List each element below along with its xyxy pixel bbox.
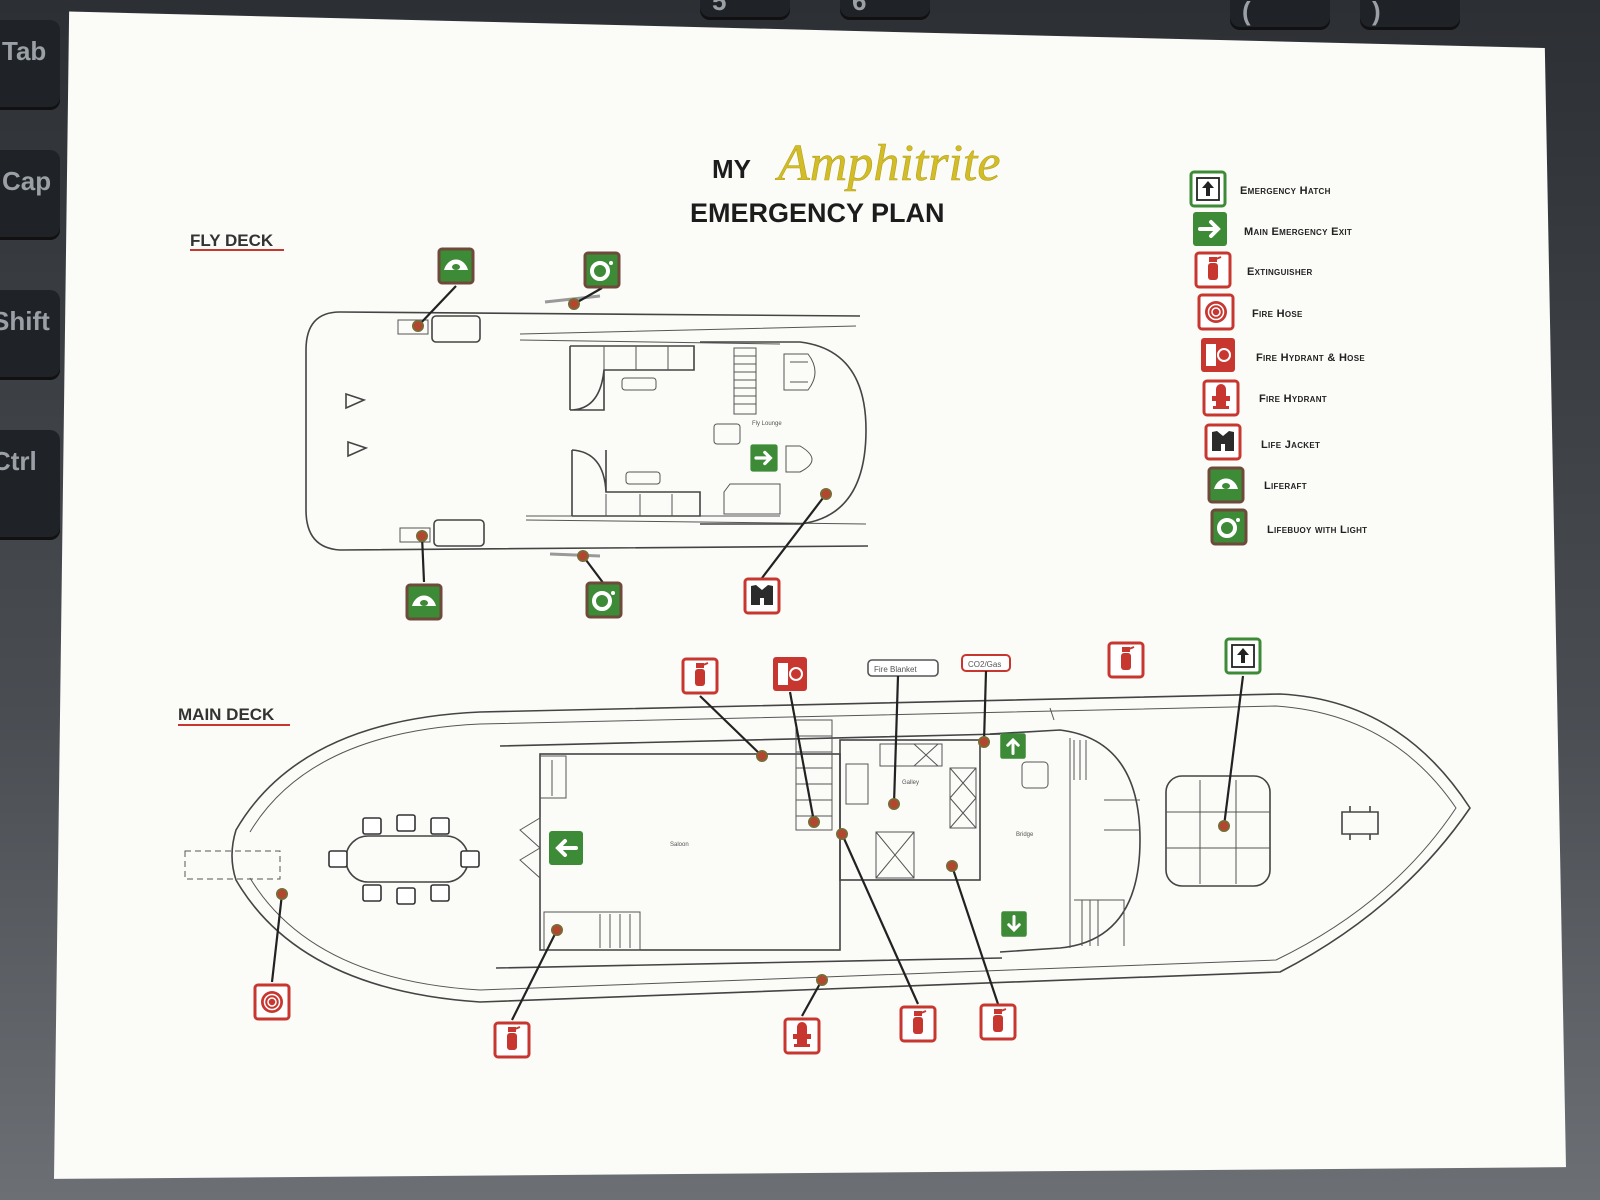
keyboard-key-paren-close: )	[1360, 0, 1460, 30]
keyboard-key-ctrl: Ctrl	[0, 430, 60, 540]
legend-label: Fire Hose	[1252, 308, 1303, 320]
co2-label: CO2/Gas	[968, 660, 1001, 669]
legend-label: Main Emergency Exit	[1244, 226, 1352, 238]
plan-subtitle: EMERGENCY PLAN	[690, 198, 945, 228]
keyboard-key-5: 5	[700, 0, 790, 20]
bridge-label: Bridge	[1016, 832, 1034, 838]
co2-tag: CO2/Gas	[961, 654, 1011, 672]
legend-label: Life Jacket	[1261, 439, 1320, 451]
key-label: Cap	[2, 166, 52, 196]
keyboard-key-shift: Shift	[0, 290, 60, 380]
exit-arrow-icon	[1191, 210, 1229, 248]
key-label: Shift	[0, 306, 50, 336]
saloon-label: Saloon	[670, 842, 689, 848]
legend-label: Liferaft	[1264, 480, 1307, 492]
legend-item-emergency-hatch: Emergency Hatch	[1189, 170, 1331, 208]
legend-label: Emergency Hatch	[1240, 185, 1331, 197]
key-label: Ctrl	[0, 446, 37, 476]
legend-item-fire-hydrant-hose: Fire Hydrant & Hose	[1200, 337, 1365, 373]
keyboard-key-paren-open: (	[1230, 0, 1330, 30]
legend-item-fire-hydrant: Fire Hydrant	[1202, 379, 1327, 417]
legend-item-main-emergency-exit: Main Emergency Exit	[1191, 210, 1352, 248]
legend-label: Extinguisher	[1247, 266, 1313, 278]
fire-hose-icon	[1197, 293, 1235, 331]
keyboard-key-tab: Tab	[0, 20, 60, 110]
lifebuoy-icon	[585, 581, 623, 619]
extinguisher-icon	[1194, 251, 1232, 289]
fire-blanket-label: Fire Blanket	[874, 665, 917, 674]
key-label: 5	[712, 0, 727, 16]
liferaft-icon	[1207, 466, 1245, 504]
extinguisher-icon	[681, 657, 719, 695]
emergency-hatch-icon	[1189, 170, 1227, 208]
fly-deck-outline: Fly Lounge	[305, 311, 869, 551]
legend-item-life-jacket: Life Jacket	[1204, 423, 1320, 461]
legend-item-extinguisher: Extinguisher	[1194, 251, 1313, 289]
exit-arrow-icon	[998, 731, 1028, 761]
keyboard-key-caps: Cap	[0, 150, 60, 240]
legend-label: Fire Hydrant	[1259, 393, 1327, 405]
fire-hydrant-icon	[1202, 379, 1240, 417]
title-prefix: MY	[712, 154, 751, 184]
key-label: (	[1242, 0, 1251, 26]
keyboard-key-6: 6	[840, 0, 930, 20]
fly-deck-label: FLY DECK	[190, 231, 274, 250]
main-deck-label: MAIN DECK	[178, 705, 275, 724]
galley-label: Galley	[902, 780, 919, 786]
main-deck-outline: Saloon Galley Bridge	[184, 693, 1471, 1003]
fire-blanket-tag: Fire Blanket	[867, 659, 939, 677]
laminated-sheet	[54, 11, 1566, 1179]
key-label: )	[1372, 0, 1381, 26]
plan-title: MY Amphitrite EMERGENCY PLAN	[690, 135, 1001, 228]
hydrant-hose-icon	[772, 656, 808, 692]
liferaft-icon	[437, 247, 475, 285]
extinguisher-icon	[979, 1003, 1017, 1041]
life-jacket-icon	[743, 577, 781, 615]
life-jacket-icon	[1204, 423, 1242, 461]
hydrant-hose-icon	[1200, 337, 1236, 373]
fly-deck: FLY DECK	[190, 231, 869, 621]
exit-arrow-icon	[999, 909, 1029, 939]
emergency-hatch-icon	[1224, 637, 1262, 675]
fly-room-label: Fly Lounge	[752, 421, 782, 427]
exit-arrow-icon	[748, 442, 780, 474]
main-deck: MAIN DECK Saloon	[178, 637, 1471, 1059]
legend-label: Fire Hydrant & Hose	[1256, 352, 1365, 364]
extinguisher-icon	[899, 1005, 937, 1043]
fire-hydrant-icon	[783, 1017, 821, 1055]
legend-item-lifebuoy-light: Lifebuoy with Light	[1210, 508, 1367, 546]
legend-label: Lifebuoy with Light	[1267, 524, 1367, 536]
fire-hose-icon	[253, 983, 291, 1021]
lifebuoy-icon	[1210, 508, 1248, 546]
legend: Emergency Hatch Main Emergency Exit Exti…	[1189, 170, 1367, 546]
legend-item-liferaft: Liferaft	[1207, 466, 1307, 504]
key-label: Tab	[2, 36, 47, 66]
legend-item-fire-hose: Fire Hose	[1197, 293, 1303, 331]
vessel-name: Amphitrite	[775, 135, 1000, 192]
key-label: 6	[852, 0, 867, 16]
liferaft-icon	[405, 583, 443, 621]
exit-arrow-icon	[547, 829, 585, 867]
lifebuoy-icon	[583, 251, 621, 289]
extinguisher-icon	[493, 1021, 531, 1059]
extinguisher-icon	[1107, 641, 1145, 679]
